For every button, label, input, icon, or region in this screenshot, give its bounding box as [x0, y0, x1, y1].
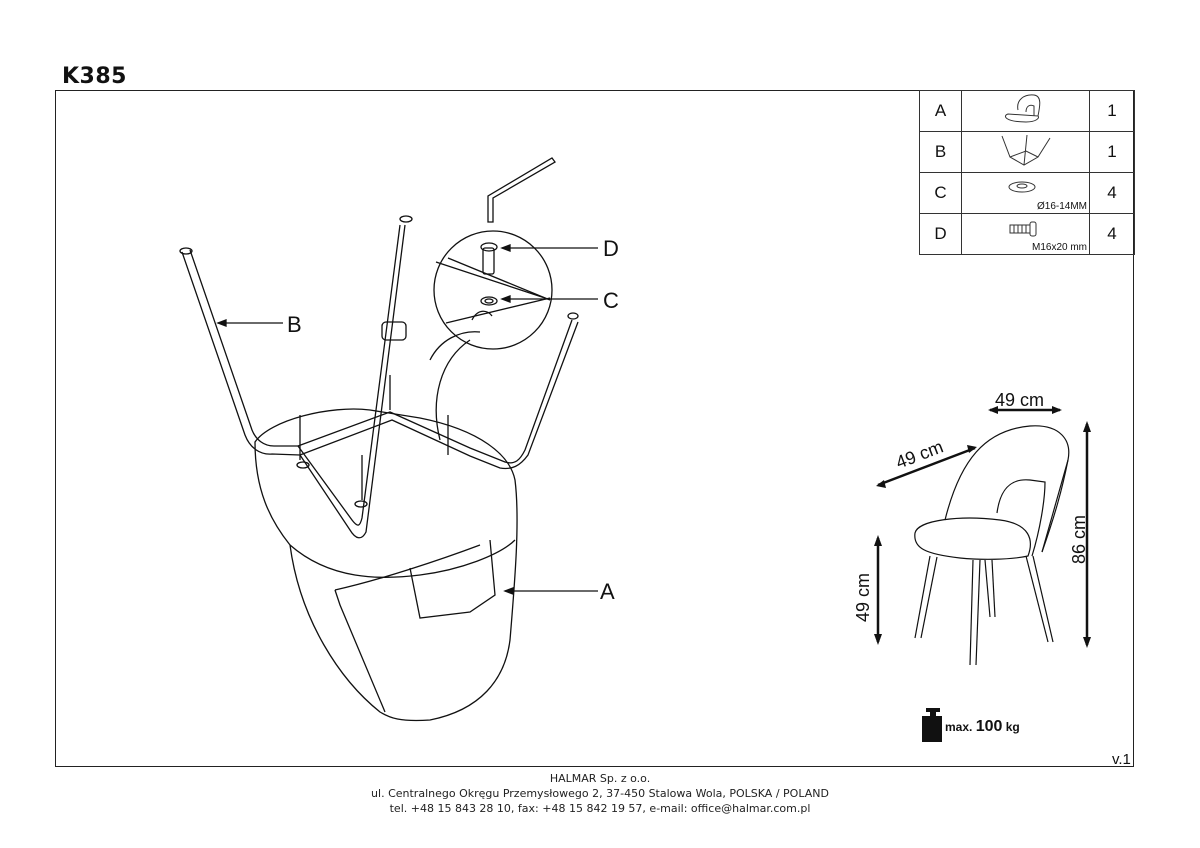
part-letter: D: [919, 213, 962, 255]
max-load-prefix: max.: [945, 720, 973, 734]
parts-table: A 1 B 1 C Ø16-14MM 4 D M16x20 mm 4: [919, 90, 1135, 255]
leg-frame-b: [179, 215, 579, 539]
drawing-frame: [55, 90, 1134, 767]
weight-icon: [922, 708, 942, 742]
washer-icon: [1008, 181, 1036, 193]
chair-seat-icon: [1004, 93, 1040, 123]
parts-row: C Ø16-14MM 4: [919, 172, 1135, 214]
leg-frame-icon: [1001, 134, 1050, 166]
parts-row: D M16x20 mm 4: [919, 213, 1135, 255]
hex-key-icon: [487, 157, 556, 223]
part-qty: 4: [1089, 213, 1135, 255]
part-qty: 1: [1089, 131, 1135, 173]
footer-contact: tel. +48 15 843 28 10, fax: +48 15 842 1…: [389, 802, 811, 815]
footer-company: HALMAR Sp. z o.o.: [549, 772, 651, 785]
label-a: A: [600, 579, 615, 604]
part-spec: Ø16-14MM: [1036, 201, 1087, 212]
part-letter: C: [919, 172, 962, 214]
part-letter: B: [919, 131, 962, 173]
label-c: C: [603, 288, 619, 313]
max-load: max. 100 kg: [945, 718, 1020, 736]
chair-seat-a: [254, 408, 518, 722]
dim-seat-height: 49 cm: [853, 572, 873, 622]
version-label: v.1: [1112, 751, 1131, 768]
footer-address: ul. Centralnego Okręgu Przemysłowego 2, …: [371, 787, 829, 800]
side-chair-outline: [914, 425, 1070, 666]
detail-circle: [433, 230, 553, 350]
label-b: B: [287, 312, 302, 337]
part-image: [961, 131, 1090, 173]
parts-row: B 1: [919, 131, 1135, 173]
dim-width: 49 cm: [995, 390, 1045, 410]
max-load-value: 100: [975, 718, 1003, 735]
label-d: D: [603, 236, 619, 261]
part-image: Ø16-14MM: [961, 172, 1090, 214]
max-load-unit: kg: [1005, 720, 1020, 734]
leader-lines: [216, 244, 598, 595]
bolt-icon: [1009, 221, 1037, 237]
model-title: K385: [62, 64, 127, 89]
parts-row: A 1: [919, 90, 1135, 132]
part-qty: 1: [1089, 90, 1135, 132]
part-spec: M16x20 mm: [1031, 242, 1087, 253]
part-image: M16x20 mm: [961, 213, 1090, 255]
dim-total-height: 86 cm: [1069, 514, 1089, 564]
arrow-heads: [874, 406, 1091, 648]
screws: [296, 375, 449, 508]
dimension-arrows: [876, 408, 1089, 645]
